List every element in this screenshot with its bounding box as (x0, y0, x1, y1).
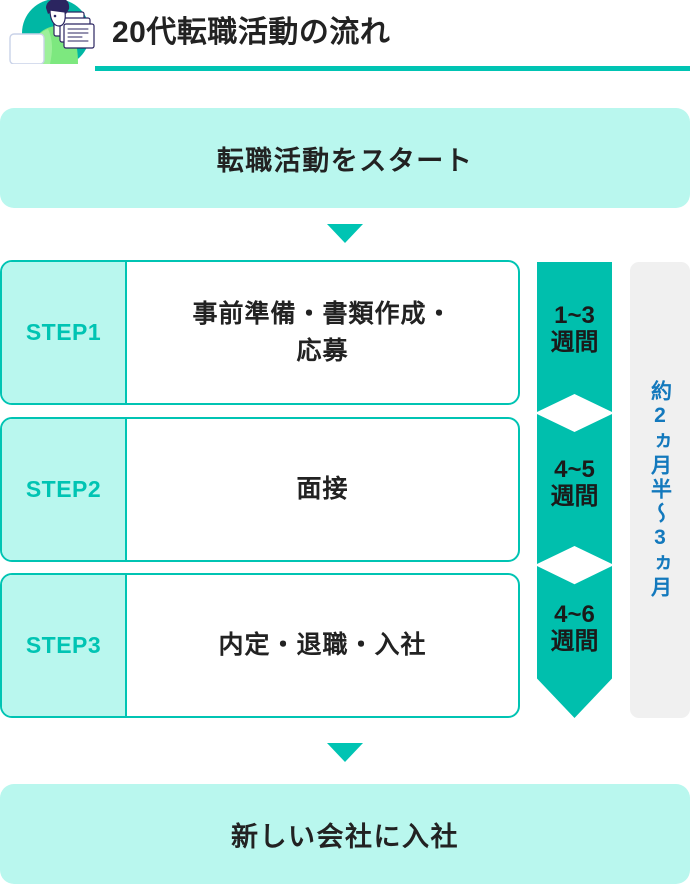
total-duration-panel: 約2ヵ月半〜3ヵ月 (630, 262, 690, 718)
header-illustration (8, 0, 104, 68)
duration-3-amount: 4~6 (554, 601, 595, 629)
step-2-label: STEP2 (2, 419, 127, 560)
step-1-text: 事前準備・書類作成・ 応募 (192, 300, 453, 365)
duration-2-amount: 4~5 (554, 456, 595, 484)
header-underline (95, 66, 690, 71)
step-row-2: STEP2 面接 (0, 417, 520, 562)
end-banner: 新しい会社に入社 (0, 784, 690, 884)
duration-chevron-column: 1~3 週間 4~5 週間 4~6 週間 (537, 262, 612, 718)
total-duration-label: 約2ヵ月半〜3ヵ月 (648, 380, 672, 600)
step-2-text: 面接 (296, 475, 349, 504)
duration-segment-2: 4~5 週間 (537, 414, 612, 564)
step-row-1: STEP1 事前準備・書類作成・ 応募 (0, 260, 520, 405)
start-banner: 転職活動をスタート (0, 108, 690, 208)
step-1-label: STEP1 (2, 262, 127, 403)
header: 20代転職活動の流れ (0, 0, 690, 72)
arrow-down-bottom-icon (327, 743, 363, 762)
page-title: 20代転職活動の流れ (112, 16, 391, 49)
step-3-text: 内定・退職・入社 (218, 631, 427, 660)
duration-3-unit: 週間 (550, 628, 599, 655)
person-with-laptop-icon (9, 0, 95, 64)
duration-1-amount: 1~3 (554, 302, 595, 330)
start-banner-label: 転職活動をスタート (216, 145, 474, 176)
step-3-label: STEP3 (2, 575, 127, 716)
arrow-down-top-icon (327, 224, 363, 243)
end-banner-label: 新しい会社に入社 (231, 821, 459, 852)
duration-segment-3: 4~6 週間 (537, 566, 612, 718)
duration-2-unit: 週間 (550, 483, 599, 510)
duration-segment-1: 1~3 週間 (537, 262, 612, 412)
step-row-3: STEP3 内定・退職・入社 (0, 573, 520, 718)
duration-1-unit: 週間 (550, 329, 599, 356)
